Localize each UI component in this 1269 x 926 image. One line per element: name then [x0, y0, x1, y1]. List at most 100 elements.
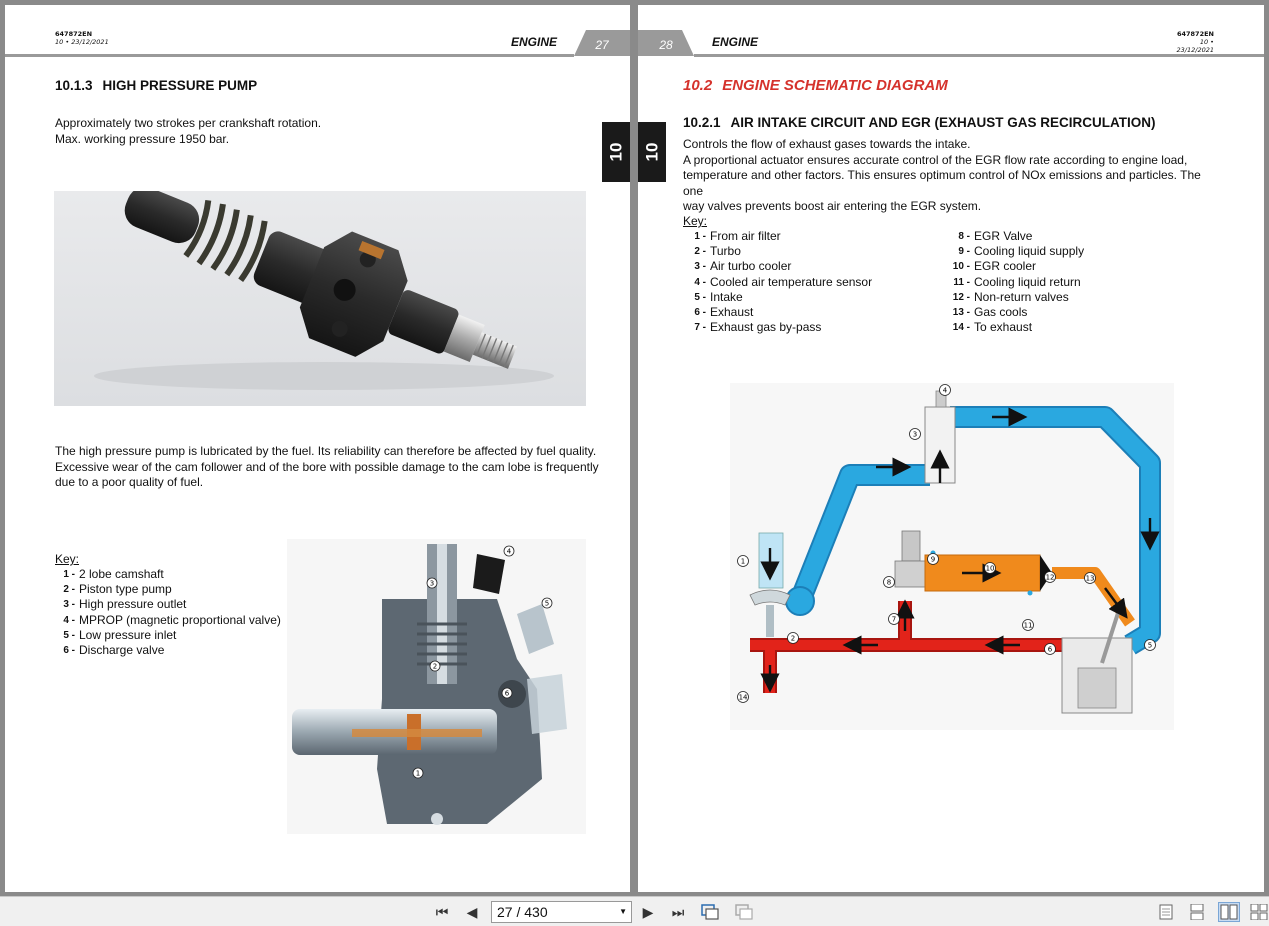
- key-item: 3 -Air turbo cooler: [694, 259, 792, 274]
- page-number-tab: 28: [638, 30, 694, 56]
- key-item: 14 -To exhaust: [952, 320, 1033, 335]
- chapter-tab: 10: [638, 122, 666, 182]
- heading-number: 10.1.3: [55, 78, 93, 93]
- schematic-callout-2: 2: [791, 635, 795, 643]
- heading-number: 10.2.1: [683, 115, 721, 130]
- key-item: 12 -Non-return valves: [952, 289, 1069, 304]
- header-rule: [5, 54, 574, 57]
- intro-line: Max. working pressure 1950 bar.: [55, 131, 230, 146]
- last-page-icon[interactable]: ⏭: [671, 903, 685, 920]
- key-list-column-1: 1 -From air filter 2 -Turbo 3 -Air turbo…: [682, 229, 872, 335]
- schematic-callout-11: 11: [1024, 622, 1033, 630]
- schematic-callout-3: 3: [913, 431, 917, 439]
- body-line: The high pressure pump is lubricated by …: [55, 444, 597, 458]
- go-forward-icon[interactable]: [734, 903, 754, 921]
- key-label: Key:: [683, 214, 708, 228]
- key-item: 3 -High pressure outlet: [63, 597, 187, 612]
- key-item: 4 -Cooled air temperature sensor: [694, 274, 873, 289]
- heading-text: HIGH PRESSURE PUMP: [102, 78, 258, 93]
- chapter-number: 10: [641, 142, 661, 162]
- header-rule: [694, 54, 1264, 57]
- schematic-callout-4: 4: [943, 387, 948, 395]
- schematic-callout-9: 9: [931, 556, 935, 564]
- subsection-heading: 10.2.1 AIR INTAKE CIRCUIT AND EGR (EXHAUS…: [683, 115, 1156, 130]
- intro-line: Approximately two strokes per crankshaft…: [55, 116, 322, 130]
- doc-revision: 10 • 23/12/2021: [55, 38, 109, 46]
- callout-2: 2: [433, 663, 437, 671]
- continuous-view-icon[interactable]: [1186, 902, 1208, 922]
- header-section-title: ENGINE: [712, 35, 759, 49]
- schematic-callout-8: 8: [887, 579, 891, 587]
- key-item: 13 -Gas cools: [952, 305, 1028, 320]
- callout-6: 6: [505, 690, 510, 698]
- body-line: Controls the flow of exhaust gases towar…: [683, 137, 971, 151]
- key-item: 1 -2 lobe camshaft: [63, 567, 164, 581]
- key-item: 11 -Cooling liquid return: [953, 274, 1081, 289]
- intro-paragraph: Approximately two strokes per crankshaft…: [55, 116, 321, 147]
- go-back-icon[interactable]: [700, 903, 720, 921]
- header-section-title: ENGINE: [511, 35, 558, 49]
- key-item: 10 -EGR cooler: [952, 259, 1037, 274]
- section-heading: 10.1.3 HIGH PRESSURE PUMP: [55, 78, 257, 93]
- key-item: 5 -Low pressure inlet: [63, 627, 177, 642]
- two-page-view-icon[interactable]: [1218, 902, 1240, 922]
- two-page-continuous-view-icon[interactable]: [1248, 902, 1269, 922]
- key-item: 2 -Turbo: [694, 244, 741, 259]
- prev-page-icon[interactable]: ◀: [466, 903, 478, 920]
- viewer-toolbar: ⏮ ◀ 27 / 430 ▼ ▶ ⏭: [0, 896, 1269, 926]
- key-item: 8 -EGR Valve: [958, 229, 1033, 243]
- page-indicator-select[interactable]: 27 / 430 ▼: [491, 901, 632, 923]
- page-number: 27: [595, 38, 609, 52]
- body-paragraph: The high pressure pump is lubricated by …: [55, 444, 615, 491]
- body-paragraph: Controls the flow of exhaust gases towar…: [683, 137, 1223, 215]
- single-page-view-icon[interactable]: [1155, 902, 1177, 922]
- body-line: A proportional actuator ensures accurate…: [683, 152, 1188, 167]
- body-line: temperature and other factors. This ensu…: [683, 168, 1201, 198]
- callout-3: 3: [430, 580, 434, 588]
- next-page-icon[interactable]: ▶: [642, 903, 654, 920]
- schematic-callout-14: 14: [739, 694, 748, 702]
- schematic-callout-7: 7: [892, 616, 896, 624]
- heading-text: ENGINE SCHEMATIC DIAGRAM: [722, 77, 948, 94]
- doc-revision: 10 • 23/12/2021: [1176, 38, 1214, 54]
- air-intake-egr-schematic: 1 2 3 4 5 6 7 8 9 10 11 12 13 14: [730, 383, 1174, 730]
- first-page-icon[interactable]: ⏮: [435, 903, 449, 920]
- chapter-number: 10: [605, 142, 625, 162]
- key-item: 9 -Cooling liquid supply: [958, 244, 1085, 259]
- page-number-tab: 27: [574, 30, 630, 56]
- body-line: due to a poor quality of fuel.: [55, 475, 204, 489]
- callout-5: 5: [545, 600, 549, 608]
- body-line: Excessive wear of the cam follower and o…: [55, 459, 599, 474]
- key-list-column-2: 8 -EGR Valve 9 -Cooling liquid supply 10…: [946, 229, 1084, 335]
- callout-4: 4: [507, 548, 512, 556]
- chevron-down-icon: ▼: [619, 907, 627, 916]
- key-item: 7 -Exhaust gas by-pass: [694, 320, 822, 335]
- high-pressure-pump-photo: [54, 191, 586, 406]
- pump-cutaway-illustration: 1 2 3 4 5 6: [287, 539, 586, 834]
- key-item: 5 -Intake: [694, 289, 743, 304]
- key-item: 6 -Exhaust: [694, 305, 754, 320]
- key-item: 2 -Piston type pump: [63, 582, 172, 597]
- schematic-callout-1: 1: [741, 558, 745, 566]
- schematic-callout-5: 5: [1148, 642, 1152, 650]
- page-indicator: 27 / 430: [497, 904, 548, 920]
- key-label: Key:: [55, 552, 80, 566]
- section-heading: 10.2 ENGINE SCHEMATIC DIAGRAM: [683, 77, 948, 94]
- key-item: 4 -MPROP (magnetic proportional valve): [63, 612, 281, 627]
- key-list: 1 -2 lobe camshaft 2 -Piston type pump 3…: [51, 567, 281, 658]
- schematic-callout-6: 6: [1048, 646, 1053, 654]
- body-line: way valves prevents boost air entering t…: [683, 199, 982, 213]
- key-item: 6 -Discharge valve: [63, 643, 165, 658]
- heading-number: 10.2: [683, 77, 713, 94]
- schematic-callout-12: 12: [1046, 574, 1055, 582]
- key-item: 1 -From air filter: [694, 229, 781, 243]
- schematic-callout-13: 13: [1086, 575, 1095, 583]
- heading-text: AIR INTAKE CIRCUIT AND EGR (EXHAUST GAS …: [730, 115, 1156, 130]
- schematic-callout-10: 10: [986, 565, 995, 573]
- page-number: 28: [659, 38, 673, 52]
- chapter-tab: 10: [602, 122, 630, 182]
